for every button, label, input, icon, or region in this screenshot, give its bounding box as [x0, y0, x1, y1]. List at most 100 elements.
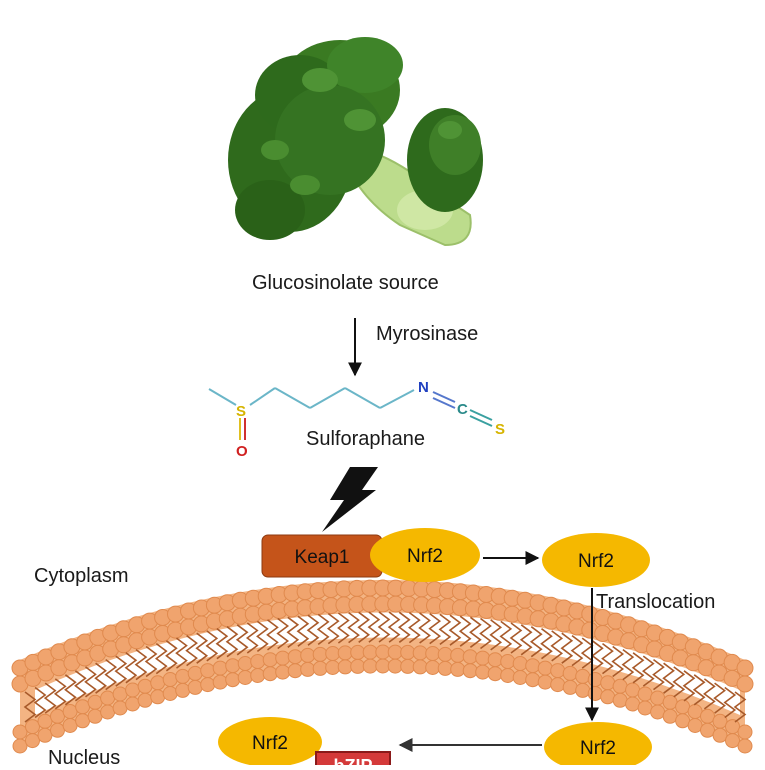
lipid-tail [306, 614, 320, 646]
nrf2-nuclear-left-ellipse [218, 717, 322, 765]
lipid-head [637, 686, 653, 702]
lipid-head [512, 656, 528, 671]
lipid-head [362, 644, 378, 660]
lipid-tail [519, 624, 533, 656]
lipid-head [687, 718, 703, 733]
lipid-head [375, 644, 391, 660]
lipid-head [312, 660, 328, 676]
compound-label: Sulforaphane [306, 428, 425, 450]
lipid-tail [175, 637, 188, 669]
lipid-head [75, 699, 91, 715]
lipid-head [137, 692, 153, 708]
lipid-head [437, 660, 453, 676]
lipid-head [600, 689, 616, 705]
lipid-head [175, 682, 191, 698]
lipid-head [325, 646, 341, 661]
lipid-tail [733, 691, 747, 723]
lipid-tail [489, 619, 503, 651]
lipid-head [462, 649, 478, 665]
lipid-tail [165, 640, 178, 672]
lipid-head [75, 713, 91, 729]
lipid-tail [438, 613, 452, 646]
lipid-tail [540, 628, 553, 660]
lipid-head [562, 665, 578, 681]
lipid-head [300, 661, 316, 677]
lipid-head [587, 686, 603, 701]
lipid-tail [601, 642, 614, 675]
lipid-tail [550, 630, 564, 662]
lipid-tail [448, 614, 462, 646]
lipid-tail [652, 658, 665, 691]
lipid-tail [144, 645, 158, 678]
nrf2-free-label: Nrf2 [578, 551, 614, 572]
lipid-head [737, 738, 753, 754]
lipid-tail [499, 620, 513, 653]
lipid-tail [256, 620, 269, 653]
lipid-head [37, 713, 53, 729]
lipid-head [87, 708, 103, 724]
lipid-head [662, 694, 678, 710]
lipid-head [525, 672, 541, 688]
lipid-head [637, 700, 653, 716]
lipid-head [25, 719, 40, 735]
lipid-head [325, 660, 341, 675]
lipid-head [350, 658, 366, 674]
lipid-head [700, 722, 715, 738]
lipid-head [200, 663, 216, 679]
lipid-tail [458, 615, 472, 647]
lipid-tail [94, 662, 107, 694]
lipid-tail [53, 678, 67, 710]
lipid-head [600, 675, 616, 691]
lipid-head [736, 675, 754, 693]
lipid-head [287, 663, 303, 679]
lipid-tail [469, 616, 482, 648]
lipid-head [25, 733, 40, 749]
lipid-head [50, 708, 65, 724]
lipid-tail [387, 611, 401, 643]
lipid-head [725, 719, 740, 735]
lipid-tail [692, 674, 706, 706]
translocation-label: Translocation [596, 591, 716, 613]
nrf2-bound-ellipse [370, 528, 480, 582]
lipid-tail [337, 612, 350, 644]
lipid-tail [225, 626, 239, 658]
lipid-head [12, 724, 28, 740]
lipid-head [237, 670, 253, 685]
atom-o: O [236, 443, 248, 460]
lipid-tail [74, 670, 87, 702]
lipid-head [387, 658, 403, 674]
lipid-head [175, 668, 191, 684]
lipid-head [162, 672, 178, 687]
source-label: Glucosinolate source [252, 272, 439, 294]
lipid-head [212, 660, 228, 676]
lipid-tail [124, 652, 138, 684]
lipid-head [337, 659, 353, 675]
lipid-head [275, 650, 291, 666]
lipid-tail [276, 617, 290, 650]
lipid-head [737, 724, 753, 740]
lipid-head [700, 708, 715, 724]
lipid-head [400, 658, 416, 674]
lipid-head [350, 644, 366, 660]
lipid-head [400, 644, 416, 660]
lipid-tail [205, 630, 219, 662]
lipid-tail [154, 642, 168, 675]
lipid-head [562, 679, 578, 695]
lipid-tail [286, 616, 300, 648]
lipid-head [462, 663, 478, 679]
lipid-tail [723, 686, 737, 719]
atom-s1: S [236, 403, 246, 420]
membrane-lipid-tails [23, 611, 747, 723]
lipid-tail [43, 682, 57, 714]
lipid-tail [428, 612, 442, 645]
lipid-tail [245, 622, 259, 654]
lipid-tail [509, 622, 523, 654]
lipid-tail [662, 662, 675, 694]
lipid-head [150, 675, 166, 691]
lipid-head [112, 686, 128, 702]
lipid-head [525, 658, 541, 674]
enzyme-label: Myrosinase [376, 323, 479, 345]
lipid-tail [672, 666, 686, 698]
lipid-head [450, 647, 466, 663]
